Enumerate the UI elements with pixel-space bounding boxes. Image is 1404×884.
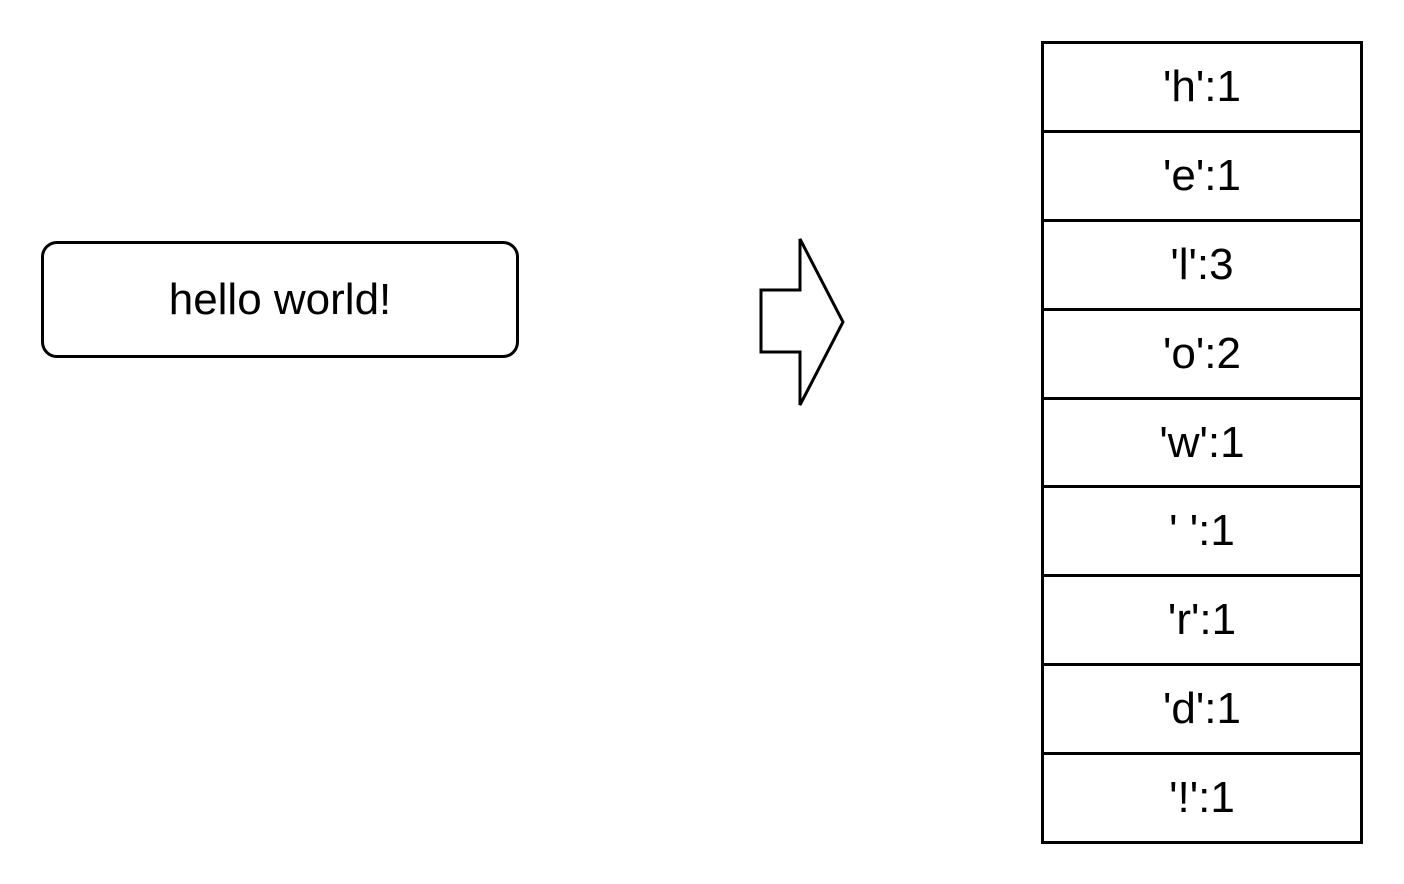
count-cell: 'o':2	[1044, 311, 1360, 400]
count-cell: 'l':3	[1044, 222, 1360, 311]
count-cell: 'h':1	[1044, 44, 1360, 133]
count-cell: 'd':1	[1044, 666, 1360, 756]
input-string-text: hello world!	[168, 274, 392, 324]
right-block-arrow-icon	[759, 238, 845, 406]
input-string-box: hello world!	[41, 241, 519, 358]
character-count-table: 'h':1 'e':1 'l':3 'o':2 'w':1 ' ':1 'r':…	[1041, 41, 1363, 844]
count-cell: 'e':1	[1044, 133, 1360, 222]
count-cell: 'w':1	[1044, 400, 1360, 489]
count-cell: '!':1	[1169, 773, 1235, 823]
count-cell: 'r':1	[1044, 577, 1360, 667]
count-cell: ' ':1	[1044, 488, 1360, 578]
